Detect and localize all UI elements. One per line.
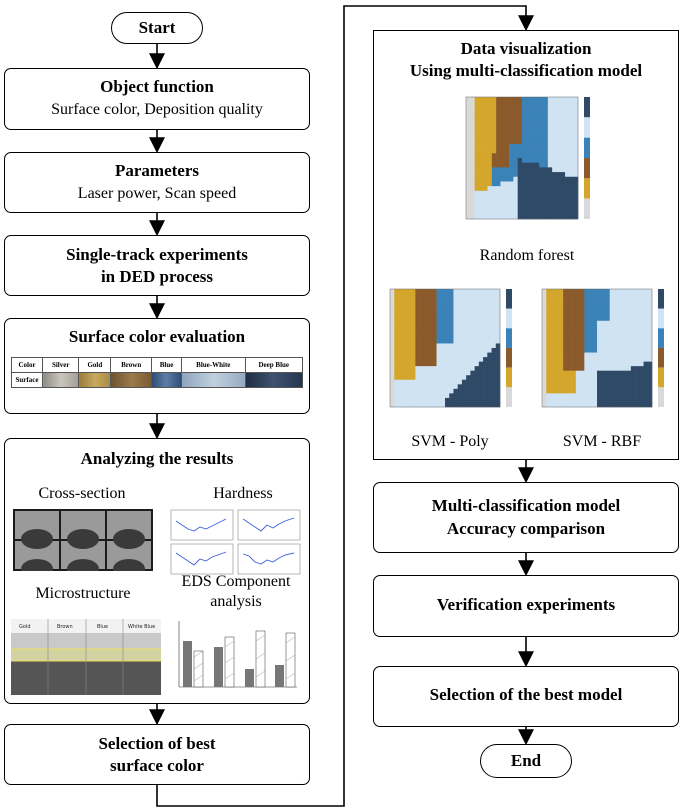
end-terminal: End xyxy=(480,744,572,778)
color-name: Silver xyxy=(41,357,80,373)
cross-section-label: Cross-section xyxy=(38,485,126,502)
cross-section-image xyxy=(13,509,153,571)
svm-poly-map xyxy=(389,288,512,408)
surface-row-label: Surface xyxy=(11,372,43,388)
svm-poly-label: SVM - Poly xyxy=(411,433,489,450)
color-name: Gold xyxy=(78,357,112,373)
micro-col-label: Blue xyxy=(97,624,108,630)
analyze-box: Analyzing the results Cross-section Hard… xyxy=(4,438,310,704)
color-name: Blue xyxy=(150,357,183,373)
end-label: End xyxy=(510,751,542,770)
surface-color-table: Color Silver Gold Brown Blue Blue-White … xyxy=(11,357,304,388)
accuracy-box: Multi-classification model Accuracy comp… xyxy=(373,482,679,553)
verification-box: Verification experiments xyxy=(373,575,679,637)
svm-rbf-label: SVM - RBF xyxy=(562,433,642,450)
color-name: Blue-White xyxy=(181,357,246,373)
accuracy-line1: Multi-classification model xyxy=(431,496,621,515)
best-color-line2: surface color xyxy=(110,756,204,775)
surface-swatch xyxy=(150,372,183,388)
hardness-label: Hardness xyxy=(213,485,273,502)
objective-title: Object function xyxy=(100,77,214,96)
surface-eval-box: Surface color evaluation Color Silver Go… xyxy=(4,318,310,414)
best-model-box: Selection of the best model xyxy=(373,666,679,727)
best-model-label: Selection of the best model xyxy=(429,685,623,704)
best-color-line1: Selection of best xyxy=(98,734,216,753)
parameters-box: Parameters Laser power, Scan speed xyxy=(4,152,310,213)
random-forest-map xyxy=(465,96,590,220)
surface-swatch xyxy=(244,372,304,388)
objective-box: Object function Surface color, Depositio… xyxy=(4,68,310,130)
color-name: Deep Blue xyxy=(244,357,304,373)
microstructure-image: Gold Brown Blue White Blue xyxy=(11,619,161,695)
micro-col-label: White Blue xyxy=(128,624,155,630)
micro-col-label: Brown xyxy=(57,624,73,630)
analyze-title: Analyzing the results xyxy=(80,449,234,468)
best-color-box: Selection of best surface color xyxy=(4,724,310,785)
random-forest-label: Random forest xyxy=(479,247,575,264)
eds-label-line1: EDS Component xyxy=(181,573,291,590)
surface-eval-title: Surface color evaluation xyxy=(68,327,246,346)
start-label: Start xyxy=(138,18,176,37)
accuracy-line2: Accuracy comparison xyxy=(446,519,606,538)
color-header-row: Color Silver Gold Brown Blue Blue-White … xyxy=(11,357,304,373)
parameters-sub: Laser power, Scan speed xyxy=(77,185,237,202)
eds-bar-chart xyxy=(171,617,303,697)
surface-swatch xyxy=(78,372,112,388)
single-track-line2: in DED process xyxy=(100,267,214,286)
single-track-box: Single-track experiments in DED process xyxy=(4,235,310,296)
surface-row: Surface xyxy=(11,372,304,388)
parameters-title: Parameters xyxy=(114,161,199,180)
color-name: Brown xyxy=(110,357,152,373)
svm-rbf-map xyxy=(541,288,664,408)
visualization-line1: Data visualization xyxy=(460,39,592,58)
visualization-box: Data visualization Using multi-classific… xyxy=(373,30,679,460)
surface-swatch xyxy=(110,372,152,388)
micro-col-label: Gold xyxy=(19,624,31,630)
eds-label-line2: analysis xyxy=(210,593,262,610)
start-terminal: Start xyxy=(111,12,203,44)
arrow-best-visualization xyxy=(156,5,534,807)
color-header-label: Color xyxy=(11,357,43,373)
microstructure-label: Microstructure xyxy=(35,585,131,602)
hardness-plots xyxy=(170,509,301,575)
single-track-line1: Single-track experiments xyxy=(66,245,248,264)
surface-swatch xyxy=(41,372,80,388)
objective-sub: Surface color, Deposition quality xyxy=(51,101,263,118)
visualization-line2: Using multi-classification model xyxy=(409,61,643,80)
surface-swatch xyxy=(181,372,246,388)
verification-label: Verification experiments xyxy=(436,595,616,614)
